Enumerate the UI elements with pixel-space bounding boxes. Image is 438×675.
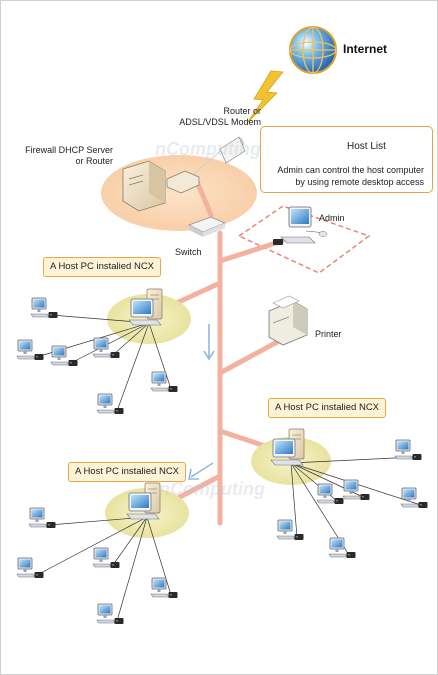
ncomputing-box-icon bbox=[168, 386, 178, 392]
host-tag-3: A Host PC instalied NCX bbox=[68, 462, 187, 482]
ncomputing-box-icon bbox=[412, 454, 422, 460]
monitor-icon bbox=[30, 297, 50, 318]
arrow-down-icon bbox=[203, 324, 215, 361]
host-tag-1: A Host PC instalied NCX bbox=[43, 257, 162, 277]
host-list-line2: by using remote desktop access bbox=[295, 177, 424, 187]
ncomputing-box-icon bbox=[34, 572, 44, 578]
client-cable bbox=[112, 516, 148, 566]
monitor-icon bbox=[96, 603, 116, 624]
ncomputing-box-icon bbox=[346, 552, 356, 558]
monitor-icon bbox=[276, 519, 296, 540]
firewall-label: Firewall DHCP Server or Router bbox=[25, 145, 113, 167]
ncomputing-box-icon bbox=[68, 360, 78, 366]
monitor-icon bbox=[92, 337, 112, 358]
lightning-icon bbox=[246, 70, 284, 124]
ncomputing-box-icon bbox=[110, 352, 120, 358]
monitor-icon bbox=[328, 537, 348, 558]
client-cable bbox=[290, 456, 416, 464]
host-list-line1: Admin can control the host computer bbox=[277, 165, 424, 175]
host-group bbox=[16, 482, 189, 624]
ncomputing-box-icon bbox=[114, 408, 124, 414]
monitor-icon bbox=[316, 483, 336, 504]
monitor-icon bbox=[400, 487, 420, 508]
ncomputing-box-icon bbox=[34, 354, 44, 360]
monitor-icon bbox=[150, 371, 170, 392]
ncomputing-box-icon bbox=[360, 494, 370, 500]
router-label-line1: Router or bbox=[223, 106, 261, 116]
router-label-line2: ADSL/VDSL Modem bbox=[179, 117, 261, 127]
host-groups bbox=[16, 288, 428, 624]
router-link bbox=[190, 148, 224, 177]
watermark: nComputing bbox=[159, 479, 265, 499]
admin-pc bbox=[273, 206, 328, 245]
monitor-icon bbox=[50, 345, 70, 366]
ncomputing-box-icon bbox=[48, 312, 58, 318]
host-group bbox=[16, 288, 191, 414]
globe-icon bbox=[289, 26, 337, 74]
printer-label: Printer bbox=[315, 329, 342, 339]
ncomputing-box-icon bbox=[168, 592, 178, 598]
client-cable bbox=[148, 322, 172, 390]
ncomputing-box-icon bbox=[418, 502, 428, 508]
client-cable bbox=[290, 462, 298, 538]
host-tag-2: A Host PC instalied NCX bbox=[268, 398, 387, 418]
arrow-left-icon bbox=[188, 462, 214, 480]
client-cable bbox=[116, 322, 150, 412]
monitor-icon bbox=[394, 439, 414, 460]
client-cable bbox=[116, 516, 148, 622]
firewall-label-line2: or Router bbox=[75, 156, 113, 166]
monitor-icon bbox=[92, 547, 112, 568]
router-icon bbox=[219, 136, 246, 164]
monitor-icon bbox=[342, 479, 362, 500]
firewall-label-line1: Firewall DHCP Server bbox=[25, 145, 113, 155]
host-group bbox=[251, 428, 428, 558]
client-cable bbox=[146, 516, 172, 596]
monitor-icon bbox=[28, 507, 48, 528]
switch-label: Switch bbox=[175, 247, 202, 257]
client-cable bbox=[112, 322, 150, 356]
monitor-icon bbox=[150, 577, 170, 598]
admin-zone bbox=[237, 205, 371, 274]
internet-label: Internet bbox=[343, 42, 388, 56]
monitor-icon bbox=[16, 339, 36, 360]
ncomputing-box-icon bbox=[334, 498, 344, 504]
host-list-title: Host List bbox=[347, 141, 386, 152]
host-list-panel: Host List Admin can control the host com… bbox=[260, 126, 433, 193]
monitor-icon bbox=[96, 393, 116, 414]
client-cable bbox=[36, 516, 148, 576]
printer-icon bbox=[268, 295, 308, 346]
watermark: nComputing bbox=[155, 139, 261, 159]
client-cable bbox=[70, 322, 150, 364]
server-icon bbox=[122, 160, 200, 212]
monitor-icon bbox=[16, 557, 36, 578]
ncomputing-box-icon bbox=[46, 522, 56, 528]
ncomputing-box-icon bbox=[114, 618, 124, 624]
router-label: Router or ADSL/VDSL Modem bbox=[179, 106, 261, 128]
ncomputing-box-icon bbox=[110, 562, 120, 568]
admin-label: Admin bbox=[319, 213, 345, 223]
ncomputing-box-icon bbox=[294, 534, 304, 540]
switch-icon bbox=[188, 216, 226, 237]
